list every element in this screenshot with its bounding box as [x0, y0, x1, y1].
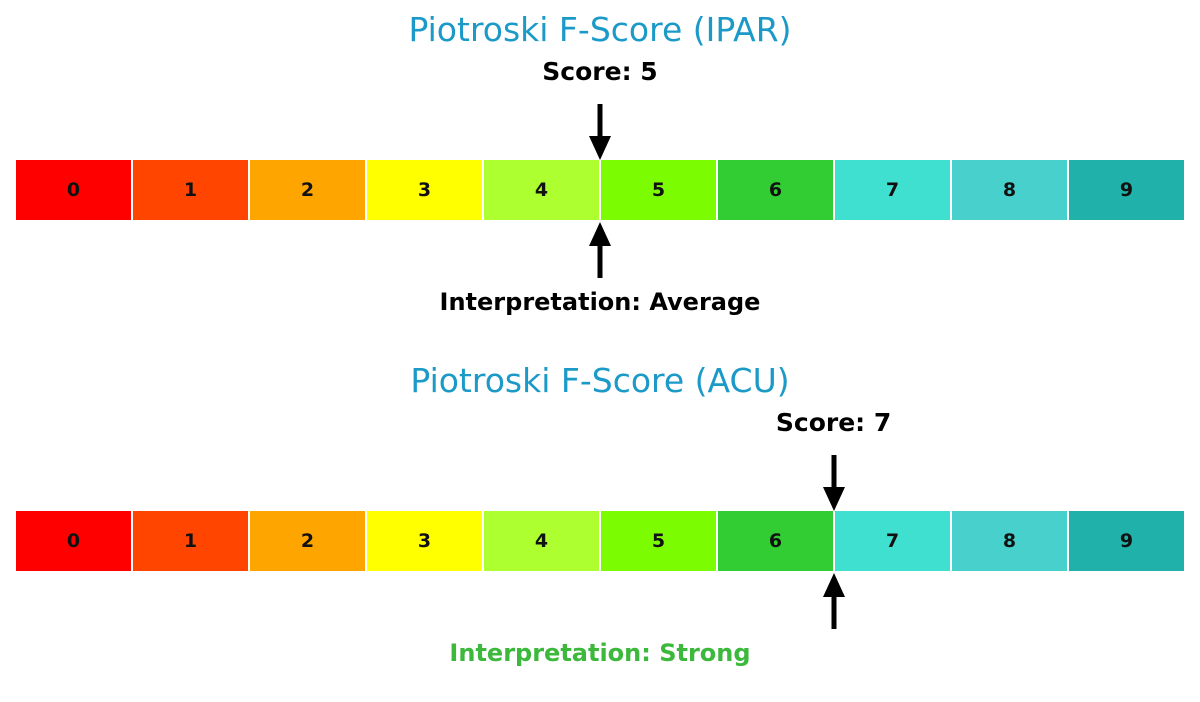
score-segment-6: 6 — [718, 160, 835, 220]
score-segment-9: 9 — [1069, 511, 1184, 571]
interpretation-label: Interpretation: Strong — [449, 639, 751, 667]
down-arrow-icon — [589, 104, 611, 160]
score-label: Score: 7 — [775, 408, 892, 437]
score-segment-3: 3 — [367, 511, 484, 571]
score-segment-6: 6 — [718, 511, 835, 571]
score-segment-2: 2 — [250, 511, 367, 571]
up-arrow-icon — [589, 222, 611, 278]
interpretation-label: Interpretation: Average — [439, 288, 761, 316]
score-segment-8: 8 — [952, 160, 1069, 220]
score-segment-3: 3 — [367, 160, 484, 220]
score-segment-9: 9 — [1069, 160, 1184, 220]
score-segment-2: 2 — [250, 160, 367, 220]
score-segment-7: 7 — [835, 160, 952, 220]
score-segment-5: 5 — [601, 511, 718, 571]
chart-title: Piotroski F-Score (IPAR) — [408, 10, 792, 49]
up-arrow-icon — [822, 573, 845, 629]
score-segment-0: 0 — [16, 160, 133, 220]
score-segment-1: 1 — [133, 511, 250, 571]
score-segment-7: 7 — [835, 511, 952, 571]
score-segment-4: 4 — [484, 160, 601, 220]
score-segment-8: 8 — [952, 511, 1069, 571]
down-arrow-icon — [822, 455, 845, 511]
chart-title: Piotroski F-Score (ACU) — [410, 361, 790, 400]
score-segment-1: 1 — [133, 160, 250, 220]
score-segment-4: 4 — [484, 511, 601, 571]
score-label: Score: 5 — [542, 57, 658, 86]
score-segment-5: 5 — [601, 160, 718, 220]
score-segment-0: 0 — [16, 511, 133, 571]
